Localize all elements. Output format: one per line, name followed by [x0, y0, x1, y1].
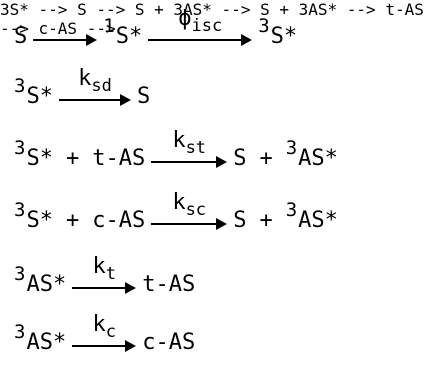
species-triplet-as: AS* [26, 272, 67, 297]
superscript-3: 3 [258, 15, 270, 37]
reaction-5: 3 AS* kt t-AS [14, 254, 195, 298]
superscript-3: 3 [14, 263, 26, 285]
plus-sign: + [259, 146, 273, 171]
species-triplet-as: AS* [26, 330, 67, 355]
reaction-6: 3 AS* kc c-AS [14, 312, 195, 356]
plus-sign: + [259, 208, 273, 233]
plus-sign: + [65, 146, 80, 171]
reaction-2: 3 S* ksd S [14, 66, 150, 110]
reaction-arrow-sc: ksc [151, 191, 228, 234]
reaction-arrow [33, 24, 98, 50]
reaction-3: 3 S* + t-AS kst S + 3 AS* [14, 128, 338, 172]
superscript-3: 3 [285, 199, 298, 221]
species-t-as: t-AS [142, 272, 196, 297]
superscript-3: 3 [14, 137, 26, 159]
species-triplet-s: S* [26, 208, 53, 233]
species-s: S [233, 208, 247, 233]
reaction-arrow-sd: ksd [58, 67, 131, 110]
species-t-as: t-AS [92, 146, 146, 171]
reaction-arrow-isc: ϕisc [148, 7, 253, 50]
species-c-as: c-AS [92, 208, 146, 233]
plus-sign: + [65, 208, 80, 233]
rate-label-c: kc [92, 312, 116, 343]
species-triplet-as: AS* [298, 146, 338, 171]
species-c-as: c-AS [142, 330, 196, 355]
species-triplet-s: S* [26, 84, 53, 109]
species-s: S [233, 146, 247, 171]
superscript-3: 3 [14, 321, 26, 343]
rate-label-sc: ksc [172, 190, 207, 221]
species-s: S [14, 24, 28, 49]
reaction-4: 3 S* + c-AS ksc S + 3 AS* [14, 190, 338, 234]
superscript-3: 3 [14, 75, 26, 97]
rate-label-isc: ϕisc [178, 6, 223, 37]
rate-label-t: kt [92, 254, 116, 285]
species-singlet-s: S* [115, 24, 143, 49]
species-triplet-s: S* [26, 146, 53, 171]
rate-label-st: kst [172, 128, 207, 159]
rate-label-sd: ksd [78, 66, 112, 97]
reaction-arrow-c: kc [72, 313, 137, 356]
reaction-arrow-t: kt [72, 255, 137, 298]
species-s: S [136, 84, 151, 109]
superscript-1: 1 [103, 15, 115, 37]
species-triplet-s: S* [270, 24, 298, 49]
species-triplet-as: AS* [298, 208, 338, 233]
reaction-1: S 1 S* ϕisc 3 S* [14, 6, 297, 50]
reaction-arrow-st: kst [151, 129, 228, 172]
superscript-3: 3 [285, 137, 298, 159]
superscript-3: 3 [14, 199, 26, 221]
